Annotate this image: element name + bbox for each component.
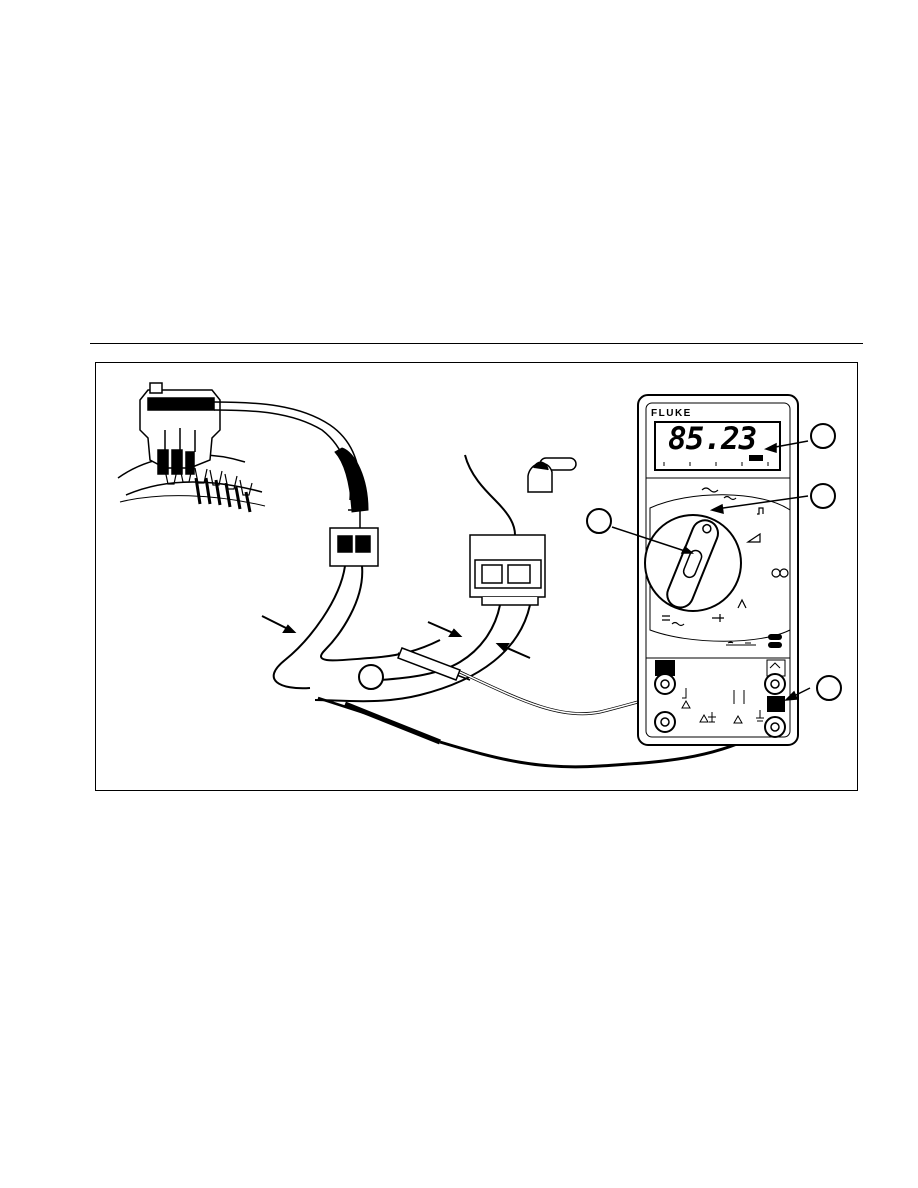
callout-4 xyxy=(816,675,842,701)
callout-1 xyxy=(810,423,836,449)
pointer-arrows xyxy=(262,616,530,658)
meter-display-reading: 85.23 xyxy=(668,421,756,457)
harness-connector-large xyxy=(470,535,545,605)
callout-2 xyxy=(810,483,836,509)
harness-connector-small xyxy=(330,510,378,566)
hand-press-icon xyxy=(528,458,576,492)
meter-brand: FLUKE xyxy=(651,408,692,419)
callout-5 xyxy=(358,664,384,690)
sensor xyxy=(140,383,220,474)
callout-3 xyxy=(586,508,612,534)
